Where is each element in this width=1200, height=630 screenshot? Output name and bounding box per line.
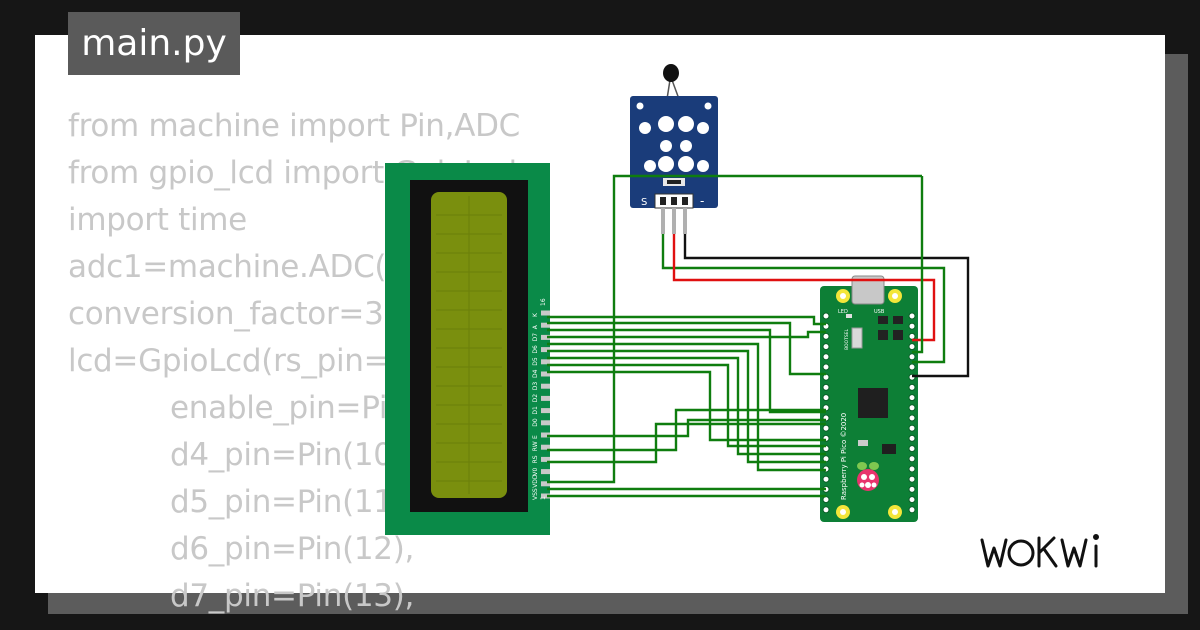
pico-pin[interactable]	[908, 455, 916, 463]
lcd-pin[interactable]	[541, 334, 550, 340]
code-line: d7_pin=Pin(13),	[170, 578, 415, 614]
sensor-ground-label: -	[700, 194, 704, 208]
code-line: d5_pin=Pin(11),	[170, 484, 415, 520]
ntc-temperature-sensor[interactable]: S -	[630, 64, 718, 234]
pico-pin[interactable]	[908, 414, 916, 422]
pico-pin[interactable]	[908, 465, 916, 473]
wire-sensor-gnd	[683, 234, 970, 378]
pico-pin[interactable]	[822, 475, 830, 483]
file-tab-main-py[interactable]: main.py	[68, 12, 240, 75]
pico-pin[interactable]	[908, 496, 916, 504]
pico-pin[interactable]	[822, 383, 830, 391]
pico-pin[interactable]	[822, 424, 830, 432]
lcd-pin[interactable]	[541, 310, 550, 316]
pico-pin[interactable]	[822, 496, 830, 504]
lcd-pin-header	[541, 310, 550, 499]
wire-sensor-aux	[912, 176, 924, 354]
lcd-pin-label: A	[532, 324, 539, 329]
lcd-pin[interactable]	[541, 420, 550, 426]
pico-pin[interactable]	[908, 485, 916, 493]
lcd-character-grid	[436, 196, 502, 494]
pico-board-text: Raspberry Pi Pico ©2020	[840, 413, 848, 500]
lcd-pin-label: D2	[532, 394, 539, 403]
code-line: d4_pin=Pin(10),	[170, 437, 415, 473]
lcd-pin[interactable]	[541, 359, 550, 365]
lcd-pin-label: D4	[532, 369, 539, 378]
pico-pin[interactable]	[908, 322, 916, 330]
raspberry-logo-icon	[857, 462, 879, 491]
pico-pin[interactable]	[822, 363, 830, 371]
pico-bootsel-label: BOOTSEL	[844, 328, 850, 350]
pico-pin[interactable]	[908, 404, 916, 412]
logo-text: WOKWI	[974, 579, 978, 581]
code-line: from machine import Pin,ADC	[68, 108, 521, 144]
simulation-card: from machine import Pin,ADC from gpio_lc…	[35, 35, 1165, 614]
pico-pin[interactable]	[822, 332, 830, 340]
pico-pin[interactable]	[822, 394, 830, 402]
code-line: import time	[68, 202, 247, 238]
wire-sensor-vcc	[672, 234, 936, 342]
lcd-pin[interactable]	[541, 322, 550, 328]
lcd-pin[interactable]	[541, 371, 550, 377]
pico-led-label: LED	[838, 309, 848, 315]
code-line: d6_pin=Pin(12),	[170, 531, 415, 567]
pico-pin[interactable]	[908, 343, 916, 351]
bootsel-button[interactable]	[851, 327, 863, 349]
lcd-pin[interactable]	[541, 493, 550, 499]
lcd-pin-label: V0	[532, 467, 539, 475]
pico-pin[interactable]	[908, 445, 916, 453]
lcd-pin-label: K	[532, 312, 539, 317]
pico-pin[interactable]	[908, 353, 916, 361]
pico-pin[interactable]	[908, 383, 916, 391]
raspberry-pi-pico[interactable]: LED USB BOOTSEL Raspberry Pi Pico ©2020	[820, 275, 918, 522]
lcd-pin[interactable]	[541, 456, 550, 462]
lcd-pin[interactable]	[541, 469, 550, 475]
pico-pin[interactable]	[822, 312, 830, 320]
lcd-pin-label: D7	[532, 333, 539, 342]
usb-connector-icon	[851, 275, 885, 305]
lcd-pin-first-label: 1	[540, 496, 547, 500]
pico-pin[interactable]	[908, 312, 916, 320]
lcd-pin-label: E	[532, 435, 539, 439]
pico-pin[interactable]	[908, 475, 916, 483]
rp2040-chip	[858, 388, 888, 418]
wires	[547, 174, 970, 498]
pico-pin[interactable]	[908, 394, 916, 402]
pico-pin[interactable]	[908, 363, 916, 371]
sensor-signal-label: S	[641, 197, 647, 208]
lcd-pin[interactable]	[541, 395, 550, 401]
wokwi-logo: WOKWI	[974, 522, 1154, 582]
pico-usb-label: USB	[874, 309, 885, 315]
lcd-pin[interactable]	[541, 383, 550, 389]
lcd-pin[interactable]	[541, 444, 550, 450]
pico-pin[interactable]	[822, 353, 830, 361]
lcd-pin-label: D3	[532, 382, 539, 391]
lcd-pin-label: D0	[532, 418, 539, 427]
pico-pin[interactable]	[908, 434, 916, 442]
lcd-pin-label: D1	[532, 406, 539, 415]
thermistor-icon	[663, 64, 679, 82]
lcd-pin-label: RS	[532, 455, 539, 463]
lcd-pin-label: D6	[532, 345, 539, 354]
lcd-pin[interactable]	[541, 481, 550, 487]
pico-pin[interactable]	[822, 506, 830, 514]
lcd-pin-label: D5	[532, 357, 539, 366]
lcd-pin-last-label: 16	[540, 298, 547, 306]
lcd-pin-label: RW	[532, 441, 539, 451]
code-line: adc1=machine.ADC(26)	[68, 249, 437, 285]
pico-pin[interactable]	[822, 343, 830, 351]
lcd-pin-label: VSS	[532, 488, 539, 500]
pico-pin[interactable]	[908, 424, 916, 432]
lcd-pin[interactable]	[541, 347, 550, 353]
lcd-pin[interactable]	[541, 432, 550, 438]
pico-pin[interactable]	[908, 332, 916, 340]
pico-pin[interactable]	[908, 506, 916, 514]
lcd-pin-label: VDD	[532, 474, 539, 488]
wire-sensor-signal	[661, 234, 946, 364]
lcd-pin[interactable]	[541, 408, 550, 414]
